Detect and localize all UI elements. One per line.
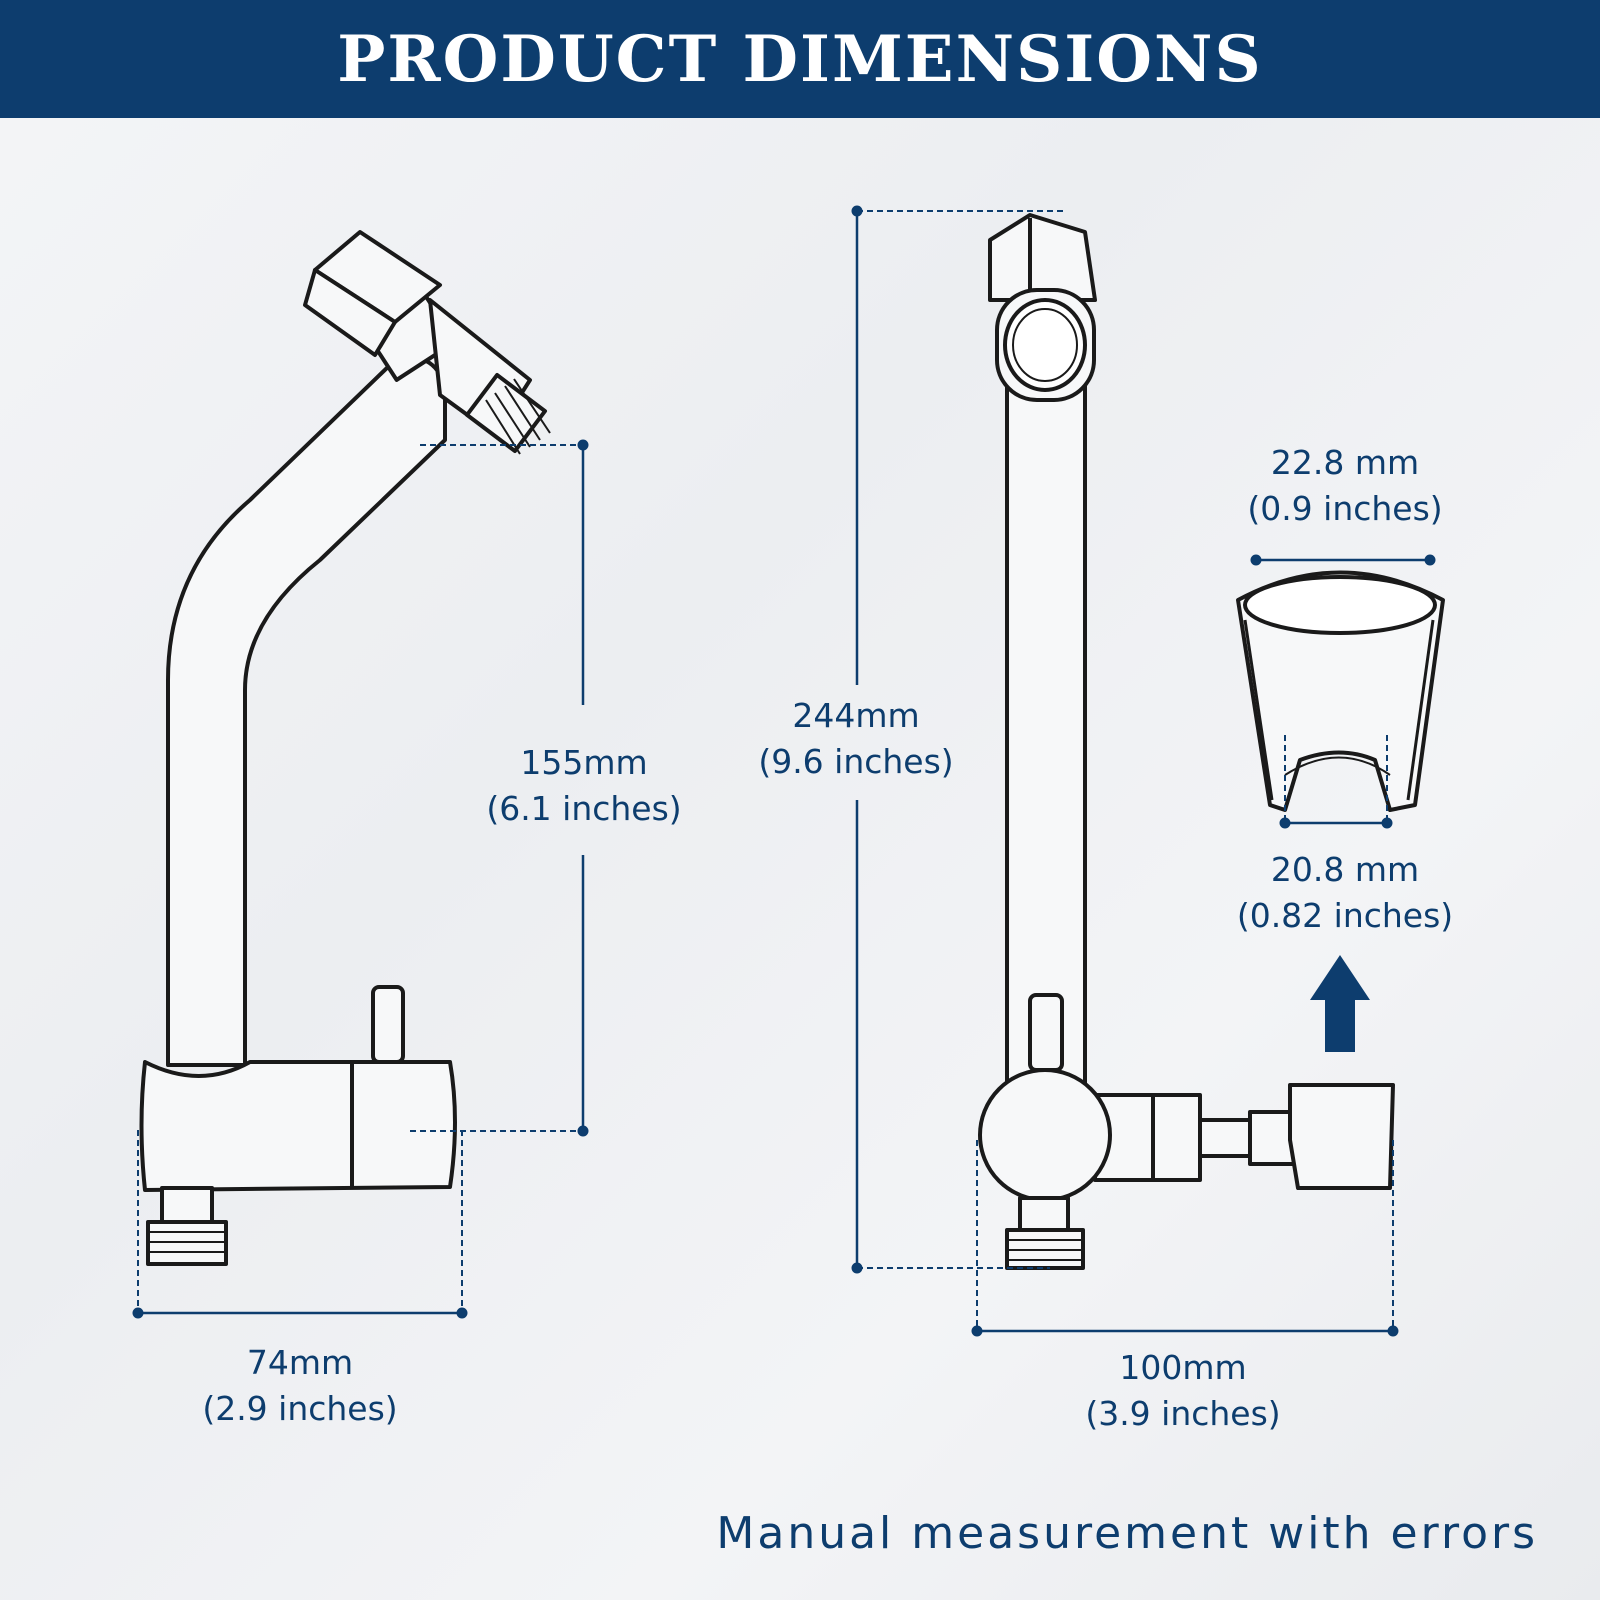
dimension-lines (132, 205, 1436, 1337)
right-inlet-thread (1005, 1228, 1085, 1270)
holder-outer (1236, 570, 1445, 812)
left-inlet-neck (160, 1186, 214, 1225)
right-connector (1093, 1093, 1300, 1182)
holder-bottom-imperial: (0.82 inches) (1236, 896, 1454, 935)
right-width-label: 100mm (3.9 inches) (1085, 1345, 1280, 1437)
right-width-metric: 100mm (1119, 1348, 1247, 1387)
right-knob (1028, 993, 1064, 1072)
right-diverter-ball (978, 1068, 1112, 1202)
right-hex-nut (988, 213, 1097, 302)
left-height-label: 155mm (6.1 inches) (486, 740, 681, 832)
right-holder-bracket (1288, 1083, 1395, 1190)
left-outlet-thread (464, 372, 551, 455)
left-height-metric: 155mm (520, 743, 648, 782)
right-height-metric: 244mm (792, 696, 920, 735)
page-title: PRODUCT DIMENSIONS (337, 21, 1263, 97)
header-banner: PRODUCT DIMENSIONS (0, 0, 1600, 118)
left-width-metric: 74mm (246, 1343, 354, 1382)
holder-slot (1284, 756, 1391, 776)
measurement-note: Manual measurement with errors (716, 1508, 1538, 1559)
holder-top-imperial: (0.9 inches) (1247, 489, 1443, 528)
right-arm-drawing (978, 213, 1395, 1270)
cup-holder-drawing (1236, 570, 1445, 812)
holder-top-metric: 22.8 mm (1270, 443, 1420, 482)
right-height-imperial: (9.6 inches) (758, 742, 954, 781)
left-width-imperial: (2.9 inches) (202, 1389, 398, 1428)
arrow-up-icon (1310, 955, 1370, 1052)
left-arm-drawing (139, 230, 551, 1266)
left-knob (371, 985, 405, 1064)
right-top-fitting (995, 288, 1096, 402)
left-base-body (139, 1060, 457, 1192)
left-height-imperial: (6.1 inches) (486, 789, 682, 828)
left-width-label: 74mm (2.9 inches) (202, 1340, 397, 1432)
right-inlet-neck (1018, 1196, 1070, 1234)
left-hex-nut (303, 230, 442, 357)
holder-bottom-metric: 20.8 mm (1270, 850, 1420, 889)
left-arm-tube (166, 356, 447, 1067)
holder-rim (1243, 575, 1437, 635)
right-width-imperial: (3.9 inches) (1085, 1394, 1281, 1433)
holder-top-label: 22.8 mm (0.9 inches) (1247, 440, 1442, 532)
holder-bottom-label: 20.8 mm (0.82 inches) (1237, 847, 1453, 939)
holder-inner-left (1243, 619, 1274, 801)
left-inlet-thread (146, 1220, 228, 1266)
right-height-label: 244mm (9.6 inches) (758, 693, 953, 785)
holder-inner-right (1406, 619, 1435, 801)
